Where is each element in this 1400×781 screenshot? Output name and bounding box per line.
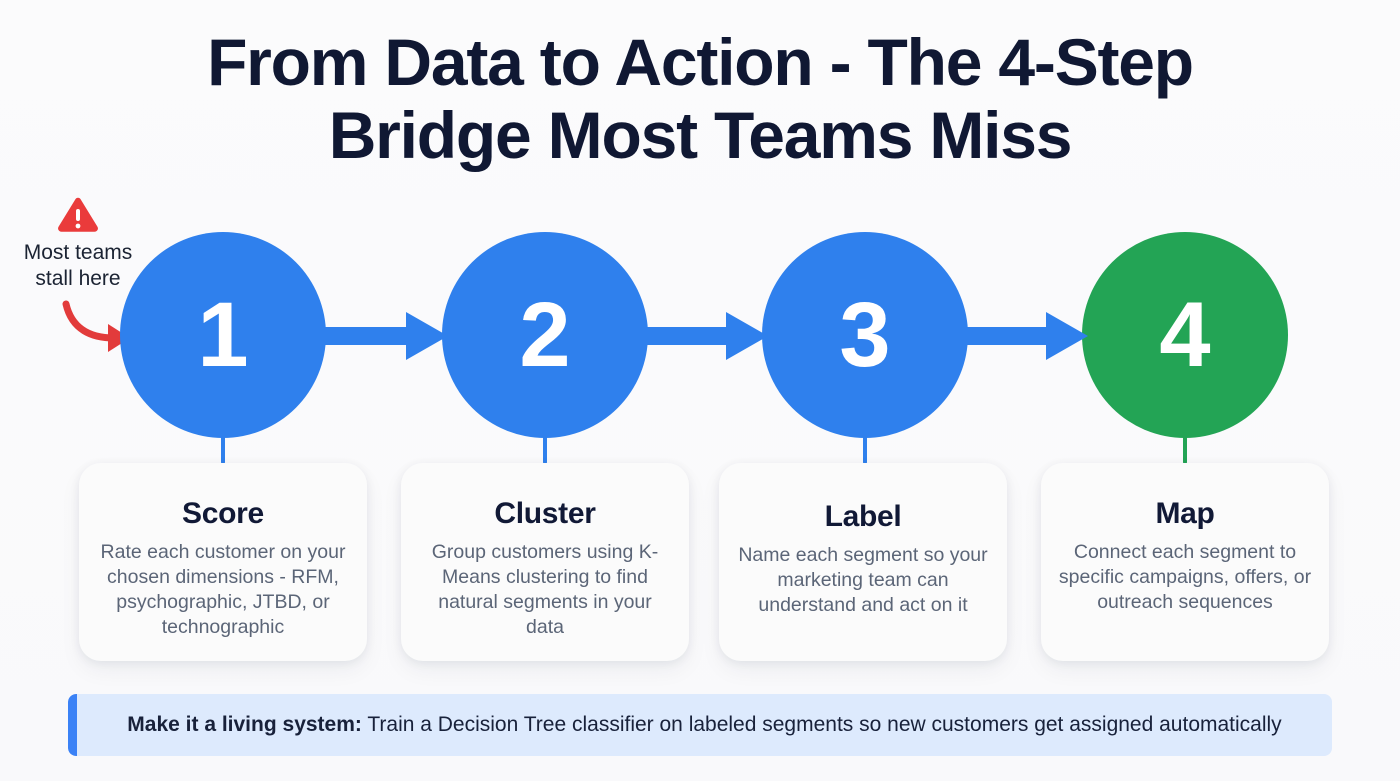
connector-stem-2	[543, 432, 547, 464]
stall-annotation: Most teams stall here	[8, 196, 148, 292]
step-number-3: 3	[839, 284, 891, 386]
callout-banner: Make it a living system: Train a Decisio…	[68, 694, 1332, 756]
callout-accent-bar	[68, 694, 77, 756]
page-title-line-1: From Data to Action - The 4-Step	[207, 25, 1194, 99]
page-title: From Data to Action - The 4-Step Bridge …	[0, 26, 1400, 172]
page-title-line-2: Bridge Most Teams Miss	[328, 98, 1073, 172]
stall-annotation-label: Most teams stall here	[23, 241, 133, 290]
step-card-title-4: Map	[1155, 497, 1215, 530]
callout-text: Make it a living system: Train a Decisio…	[77, 712, 1332, 738]
step-number-1: 1	[197, 284, 249, 386]
step-number-4: 4	[1159, 284, 1211, 386]
step-card-1[interactable]: Score Rate each customer on your chosen …	[79, 463, 367, 661]
curved-arrow-icon	[62, 300, 130, 352]
step-card-3[interactable]: Label Name each segment so your marketin…	[719, 463, 1007, 661]
arrow-right-icon-3	[960, 312, 1088, 360]
step-card-4[interactable]: Map Connect each segment to specific cam…	[1041, 463, 1329, 661]
arrow-right-icon-2	[640, 312, 768, 360]
step-number-2: 2	[519, 284, 571, 386]
arrow-right-icon-1	[320, 312, 448, 360]
step-card-description-1: Rate each customer on your chosen dimens…	[100, 541, 346, 638]
connector-stem-3	[863, 432, 867, 464]
step-card-title-1: Score	[182, 497, 264, 530]
connector-stem-4	[1183, 432, 1187, 464]
step-circle-2[interactable]: 2	[442, 232, 648, 438]
step-circle-1[interactable]: 1	[120, 232, 326, 438]
step-card-description-3: Name each segment so your marketing team…	[738, 544, 988, 616]
warning-triangle-icon	[58, 197, 98, 232]
callout-lead: Make it a living system:	[127, 713, 362, 736]
step-card-description-4: Connect each segment to specific campaig…	[1058, 541, 1312, 613]
step-card-title-3: Label	[824, 500, 902, 533]
connector-stem-1	[221, 432, 225, 464]
step-card-description-2: Group customers using K-Means clustering…	[431, 541, 659, 638]
step-circle-3[interactable]: 3	[762, 232, 968, 438]
step-circle-4[interactable]: 4	[1082, 232, 1288, 438]
step-card-title-2: Cluster	[494, 497, 596, 530]
callout-body: Train a Decision Tree classifier on labe…	[361, 713, 1282, 736]
step-card-2[interactable]: Cluster Group customers using K-Means cl…	[401, 463, 689, 661]
